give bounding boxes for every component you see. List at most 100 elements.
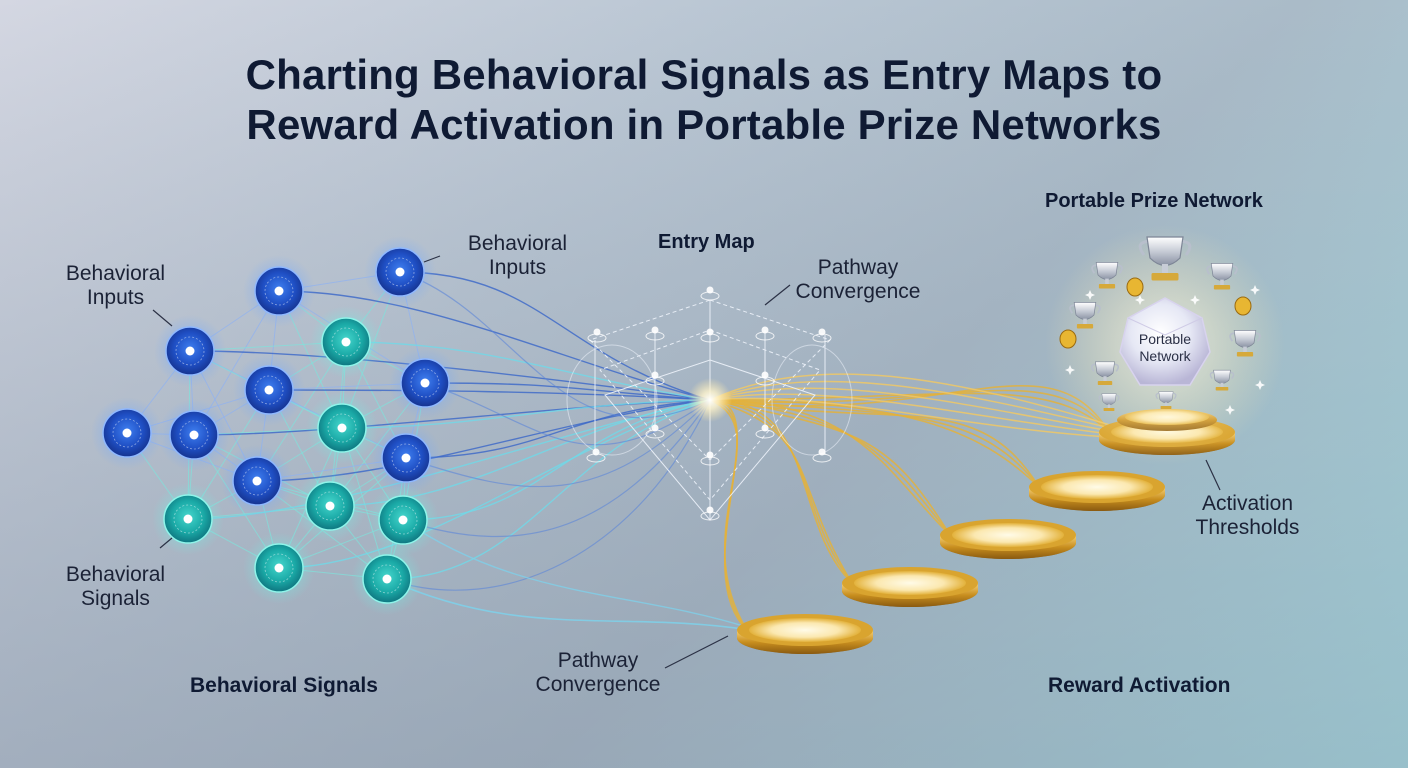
label-behavioral-signals-small: Behavioral Signals <box>65 563 166 610</box>
entry-pin <box>593 328 601 336</box>
reward-path <box>709 399 951 536</box>
trophy-icon <box>1206 263 1238 290</box>
node-circuit <box>372 564 402 594</box>
signal-path <box>399 271 711 401</box>
node-circuit <box>254 375 284 405</box>
node-circuit <box>173 504 203 534</box>
reward-path <box>709 393 1111 435</box>
coin-icon <box>1126 277 1144 297</box>
node-core <box>420 378 430 388</box>
node-core <box>395 267 405 277</box>
page-title: Charting Behavioral Signals as Entry Map… <box>0 50 1408 150</box>
label-pathway-convergence-top: Pathway Convergence <box>795 256 921 303</box>
node-circuit <box>175 336 205 366</box>
label-entry-map: Entry Map <box>658 231 755 253</box>
signal-path <box>405 399 711 488</box>
entry-pin <box>818 328 826 336</box>
coin-icon <box>1234 296 1252 316</box>
entry-map-core <box>688 378 732 422</box>
sparkle-icon <box>1225 405 1235 415</box>
signal-path <box>402 399 711 538</box>
node-core <box>325 501 335 511</box>
sparkle-icon <box>1190 295 1200 305</box>
node-circuit <box>264 553 294 583</box>
sparkle-icon <box>1255 380 1265 390</box>
reward-path <box>709 399 748 631</box>
entry-pin <box>592 448 600 456</box>
node-circuit <box>315 491 345 521</box>
node-circuit <box>391 443 421 473</box>
trophy-icon <box>1069 302 1101 329</box>
section-header-reward-activation: Reward Activation <box>1048 674 1231 697</box>
node-core <box>398 515 408 525</box>
node-circuit <box>410 368 440 398</box>
trophy-icon <box>1098 393 1120 411</box>
entry-pin <box>651 424 659 432</box>
signal-path <box>386 399 711 580</box>
node-circuit <box>264 276 294 306</box>
reward-path <box>709 387 1111 432</box>
signal-path <box>424 382 711 446</box>
label-pathway-convergence-bottom: Pathway Convergence <box>535 649 661 696</box>
node-core <box>341 337 351 347</box>
blue-signal-pathways <box>187 271 751 631</box>
trophy-icon <box>1090 361 1120 385</box>
node-circuit <box>385 257 415 287</box>
reward-path <box>709 399 951 536</box>
entry-pin <box>651 326 659 334</box>
trophy-icon <box>1091 262 1123 289</box>
title-line-1: Charting Behavioral Signals as Entry Map… <box>245 51 1163 98</box>
sparkle-icon <box>1250 285 1260 295</box>
reward-path <box>709 380 1111 429</box>
coin-icon <box>1059 329 1077 349</box>
entry-pin <box>761 424 769 432</box>
signal-path <box>399 271 711 419</box>
disc-top <box>952 523 1064 547</box>
entry-pin <box>818 448 826 456</box>
reward-path <box>709 399 1040 488</box>
prize-network-cluster <box>1045 225 1285 465</box>
node-core <box>382 574 392 584</box>
crystal-icon <box>1119 297 1211 386</box>
node-circuit <box>179 420 209 450</box>
label-portable-network-center: Portable Network <box>1138 331 1192 364</box>
node-circuit <box>327 413 357 443</box>
trophy-icon <box>1229 330 1261 357</box>
node-core <box>185 346 195 356</box>
entry-pin <box>761 371 769 379</box>
label-behavioral-inputs-left: Behavioral Inputs <box>65 262 166 309</box>
disc-top <box>854 571 966 595</box>
node-circuit <box>242 466 272 496</box>
entry-pin <box>706 286 714 294</box>
sparkle-icon <box>1085 290 1095 300</box>
entry-pin <box>706 506 714 514</box>
signal-path <box>278 399 711 569</box>
reward-path <box>709 399 951 536</box>
label-portable-prize-network: Portable Prize Network <box>1045 190 1263 212</box>
signal-path <box>386 578 751 631</box>
reward-path <box>709 399 853 584</box>
node-core <box>189 430 199 440</box>
disc-top <box>1041 475 1153 499</box>
signal-path <box>345 341 711 401</box>
reward-path <box>709 373 1111 426</box>
trophy-icon <box>1138 236 1192 281</box>
label-activation-thresholds: Activation Thresholds <box>1195 492 1300 539</box>
trophy-icon <box>1209 369 1235 391</box>
signal-path <box>402 519 751 629</box>
node-core <box>337 423 347 433</box>
entry-pin <box>651 371 659 379</box>
entry-map-nodes <box>586 286 832 521</box>
entry-pin <box>706 328 714 336</box>
node-core <box>183 514 193 524</box>
signal-path <box>424 382 711 401</box>
trophy-icon <box>1155 391 1177 409</box>
leader-lines <box>152 255 1221 669</box>
reward-path <box>709 399 1040 488</box>
disc-top <box>749 618 861 642</box>
signal-path <box>278 290 711 401</box>
node-core <box>274 563 284 573</box>
entry-pin <box>761 326 769 334</box>
node-circuit <box>388 505 418 535</box>
